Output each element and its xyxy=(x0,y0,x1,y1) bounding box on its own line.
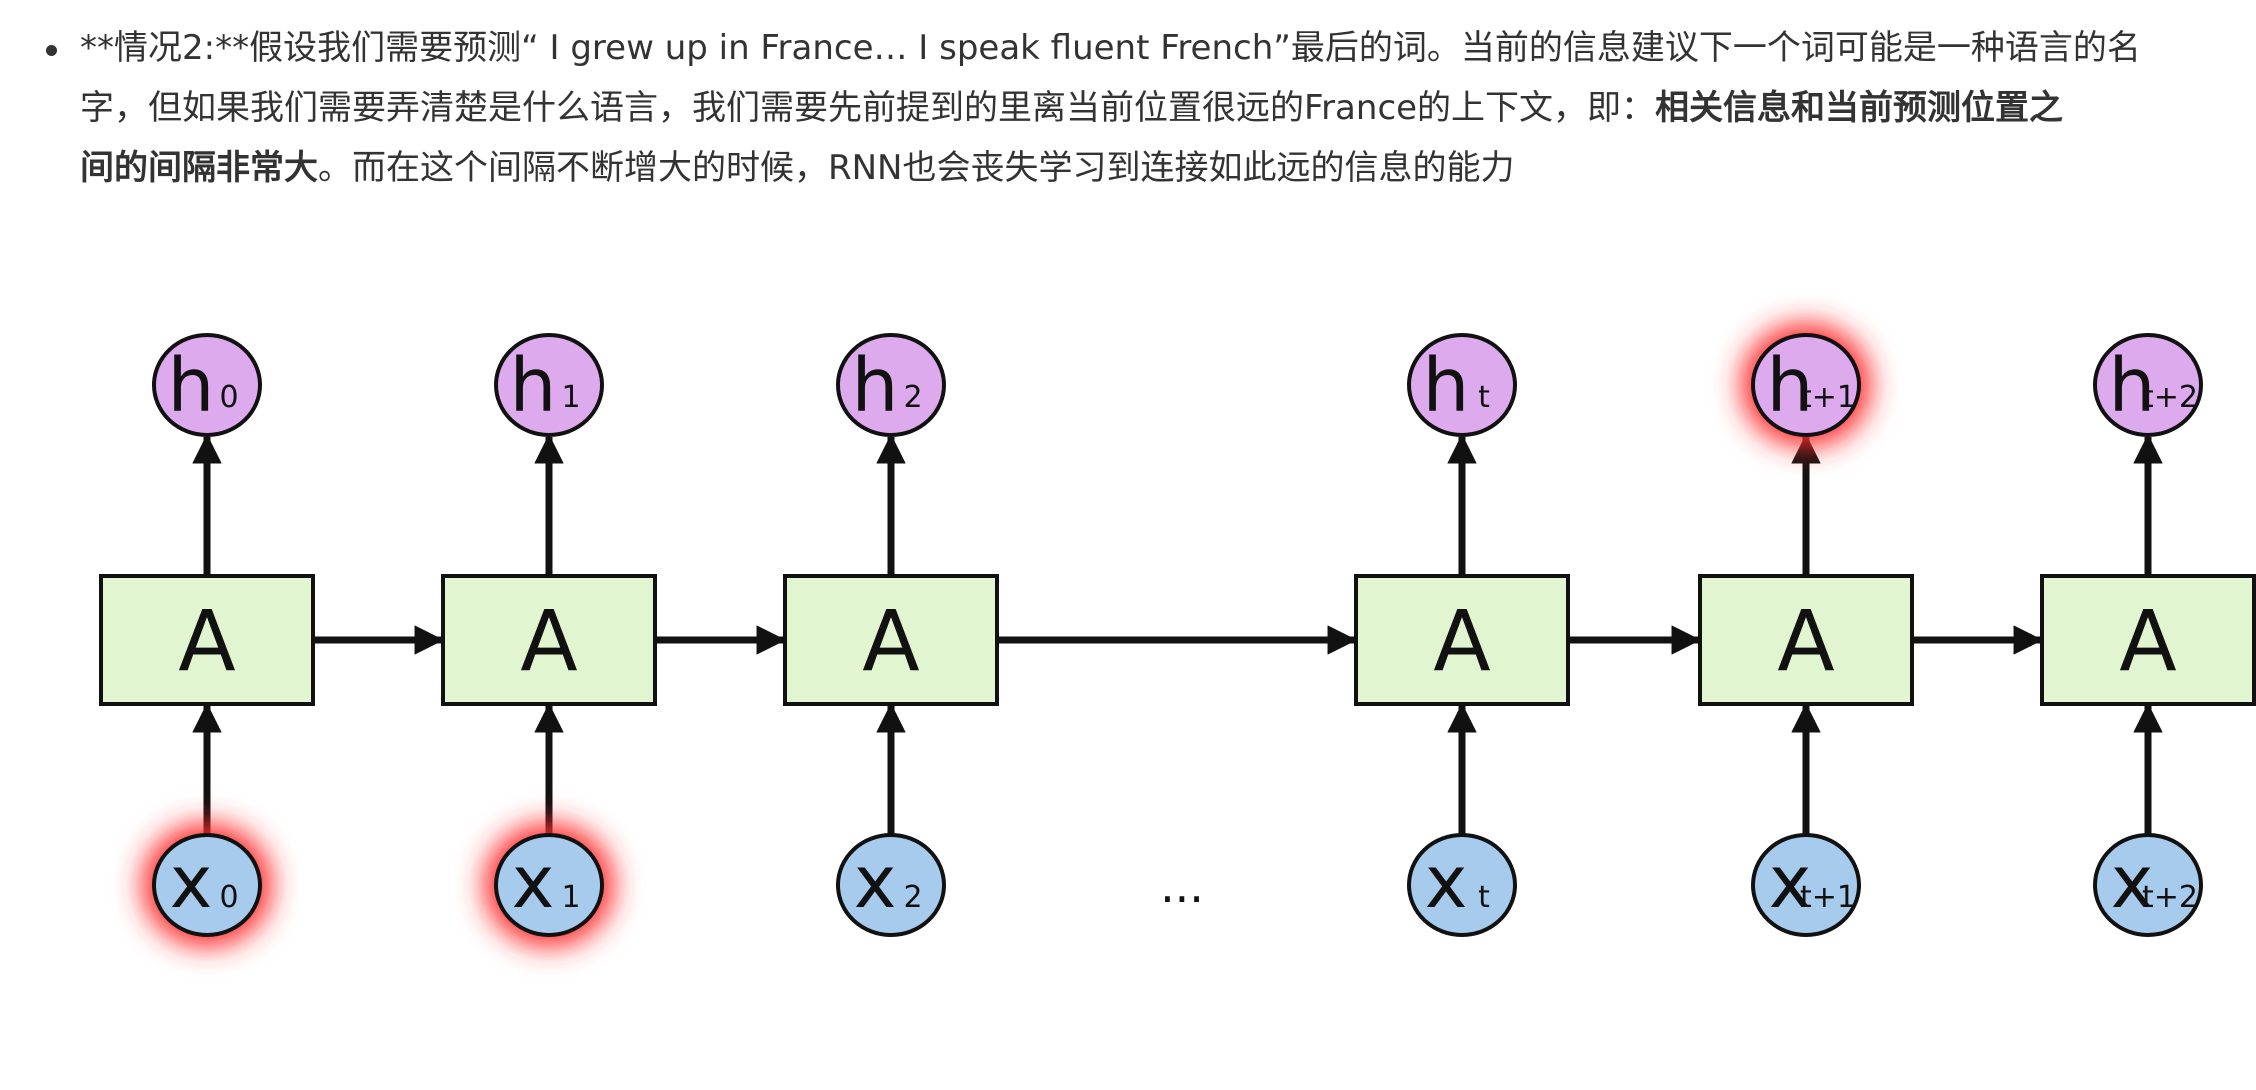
paragraph-line-2: 字，但如果我们需要弄清楚是什么语言，我们需要先前提到的里离当前位置很远的Fran… xyxy=(80,78,2240,138)
rnn-cell xyxy=(441,574,657,706)
hidden-state-subscript: 0 xyxy=(219,380,238,415)
paragraph-line-3-text: 。而在这个间隔不断增大的时候，RNN也会丧失学习到连接如此远的信息的能力 xyxy=(318,148,1515,188)
hidden-state-node xyxy=(1751,333,1861,437)
rnn-cell-label: A xyxy=(862,592,919,690)
paragraph-line-2-text: 字，但如果我们需要弄清楚是什么语言，我们需要先前提到的里离当前位置很远的Fran… xyxy=(80,88,1656,128)
hidden-state-subscript: t xyxy=(1478,380,1490,415)
input-subscript: 2 xyxy=(903,880,922,915)
paragraph-line-1: **情况2:**假设我们需要预测“ I grew up in France… I… xyxy=(80,28,2141,68)
paragraph-line-2-emphasis: 相关信息和当前预测位置之 xyxy=(1655,88,2064,128)
input-subscript: t+1 xyxy=(1800,880,1856,915)
hidden-state-label: h xyxy=(1767,343,1814,429)
input-subscript: t xyxy=(1478,880,1490,915)
rnn-cell-label: A xyxy=(520,592,577,690)
hidden-state-label: h xyxy=(2109,343,2156,429)
input-node xyxy=(1751,833,1861,937)
paragraph-line-3: 间的间隔非常大。而在这个间隔不断增大的时候，RNN也会丧失学习到连接如此远的信息… xyxy=(80,138,2240,198)
rnn-cell-label: A xyxy=(1433,592,1490,690)
rnn-cell xyxy=(783,574,999,706)
input-subscript: t+2 xyxy=(2142,880,2198,915)
rnn-cell-label: A xyxy=(178,592,235,690)
hidden-state-subscript: t+1 xyxy=(1800,380,1856,415)
hidden-state-label: h xyxy=(510,343,557,429)
input-label: x xyxy=(170,840,213,924)
hidden-state-node xyxy=(2093,333,2203,437)
input-node xyxy=(152,833,262,937)
rnn-cell xyxy=(1698,574,1914,706)
input-subscript: 1 xyxy=(561,880,580,915)
hidden-state-subscript: 2 xyxy=(903,380,922,415)
ellipsis-label: ... xyxy=(1160,859,1204,913)
hidden-state-label: h xyxy=(852,343,899,429)
input-node xyxy=(2093,833,2203,937)
hidden-state-label: h xyxy=(168,343,215,429)
rnn-cell xyxy=(1354,574,1570,706)
connection-arrows xyxy=(192,434,2163,835)
hidden-state-node xyxy=(1407,333,1517,437)
input-node xyxy=(494,833,604,937)
hidden-state-node xyxy=(836,333,946,437)
input-label: x xyxy=(1425,840,1468,924)
hidden-state-node xyxy=(494,333,604,437)
rnn-cell-label: A xyxy=(2119,592,2176,690)
hidden-state-label: h xyxy=(1423,343,1470,429)
input-node xyxy=(1407,833,1517,937)
input-label: x xyxy=(1769,840,1812,924)
list-item: **情况2:**假设我们需要预测“ I grew up in France… I… xyxy=(40,18,2240,198)
rnn-cell xyxy=(99,574,315,706)
paragraph-line-3-emphasis: 间的间隔非常大 xyxy=(80,148,318,188)
input-label: x xyxy=(512,840,555,924)
input-label: x xyxy=(854,840,897,924)
rnn-cell xyxy=(2040,574,2256,706)
input-subscript: 0 xyxy=(219,880,238,915)
hidden-state-subscript: t+2 xyxy=(2142,380,2198,415)
input-label: x xyxy=(2111,840,2154,924)
hidden-state-subscript: 1 xyxy=(561,380,580,415)
bullet-icon xyxy=(46,45,57,56)
hidden-state-node xyxy=(152,333,262,437)
content-list: **情况2:**假设我们需要预测“ I grew up in France… I… xyxy=(40,18,2240,198)
input-node xyxy=(836,833,946,937)
rnn-cell-label: A xyxy=(1777,592,1834,690)
